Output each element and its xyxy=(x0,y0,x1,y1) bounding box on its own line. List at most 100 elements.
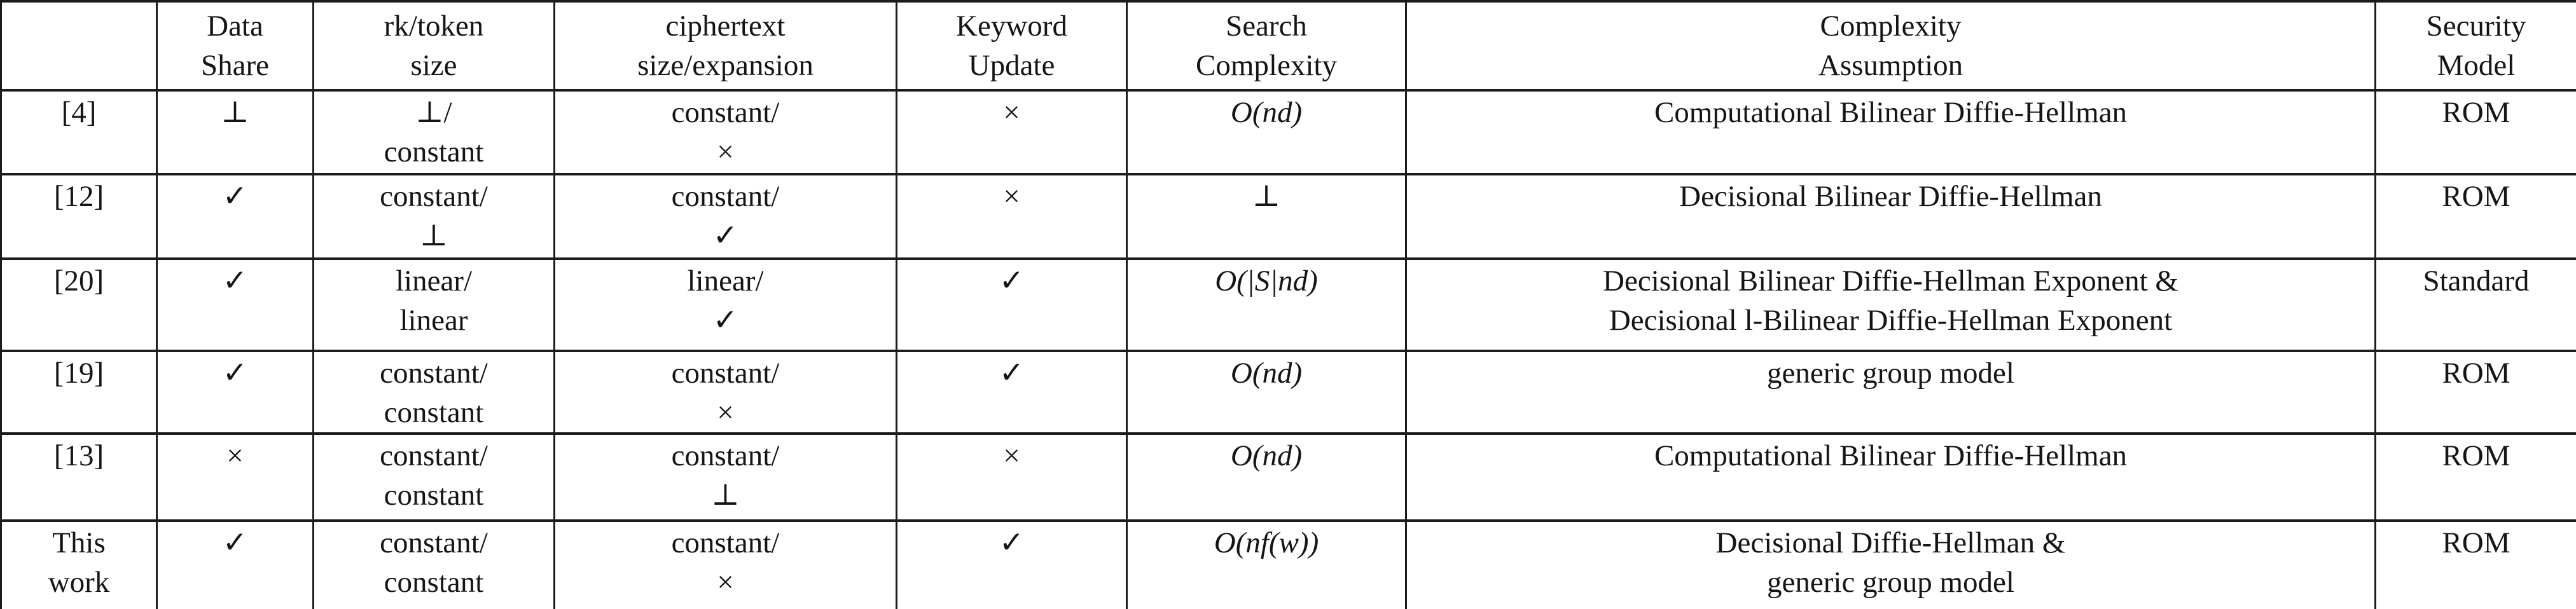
cell-security-model: ROM xyxy=(2374,432,2576,522)
header-line: Security xyxy=(2426,10,2526,43)
cell-keyword-update: × xyxy=(896,89,1128,175)
cell-complexity-assumption: Computational Bilinear Diffie-Hellman xyxy=(1405,89,2376,175)
header-line: Share xyxy=(200,49,269,82)
cell-line: O(|S|nd) xyxy=(1215,264,1318,298)
cell-line: Decisional l-Bilinear Diffie-Hellman Exp… xyxy=(1609,304,2173,337)
cell-rk-token-size: constant/ constant xyxy=(312,350,555,435)
header-line: Complexity xyxy=(1196,49,1337,82)
cell-rk-token-size: constant/ ⊥ xyxy=(312,173,555,260)
row-label: [13] xyxy=(0,432,158,522)
table-row-ref13: [13] × constant/ constant constant/ ⊥ × … xyxy=(0,432,2576,522)
cell-line: O(nf(w)) xyxy=(1214,526,1319,559)
cell-line: Computational Bilinear Diffie-Hellman xyxy=(1654,439,2128,472)
cell-ciphertext: constant/ ✓ xyxy=(553,173,897,260)
header-line: Complexity xyxy=(1820,10,1962,43)
cell-line: [19] xyxy=(53,357,104,390)
cross-symbol: × xyxy=(1003,180,1020,213)
cell-line: constant xyxy=(384,135,484,168)
header-line: size xyxy=(410,49,457,82)
header-line: Keyword xyxy=(956,10,1067,43)
cell-search-complexity: O(nd) xyxy=(1126,350,1407,435)
table-row-ref12: [12] ✓ constant/ ⊥ constant/ ✓ × ⊥ xyxy=(0,173,2576,260)
cell-line: linear xyxy=(399,304,468,337)
row-label: [19] xyxy=(0,350,158,435)
cell-security-model: ROM xyxy=(2374,173,2576,260)
cell-data-share: ⊥ xyxy=(156,89,314,175)
check-symbol: ✓ xyxy=(999,526,1025,559)
cell-line: × xyxy=(717,566,734,599)
cell-line: work xyxy=(48,566,110,599)
cell-line: constant/ xyxy=(671,526,780,559)
cell-line: [20] xyxy=(53,264,104,298)
cell-data-share: ✓ xyxy=(156,173,314,260)
cell-search-complexity: O(|S|nd) xyxy=(1126,257,1407,352)
header-cell-keyword-update: Keyword Update xyxy=(896,0,1128,92)
header-line: Update xyxy=(968,49,1055,82)
cell-line: Computational Bilinear Diffie-Hellman xyxy=(1654,96,2128,129)
cell-line: linear/ xyxy=(687,264,764,298)
cell-security-model: ROM xyxy=(2374,519,2576,609)
cell-line: ROM xyxy=(2442,439,2510,472)
header-cell-complexity-assumption: Complexity Assumption xyxy=(1405,0,2376,92)
cell-complexity-assumption: Decisional Diffie-Hellman & generic grou… xyxy=(1405,519,2376,609)
cell-line: This xyxy=(52,526,106,559)
cell-keyword-update: ✓ xyxy=(896,257,1128,352)
cell-line: generic group model xyxy=(1767,357,2014,390)
table-row-ref4: [4] ⊥ ⊥/ constant constant/ × × O(nd) xyxy=(0,89,2576,175)
cross-symbol: × xyxy=(1003,96,1020,129)
cell-complexity-assumption: Computational Bilinear Diffie-Hellman xyxy=(1405,432,2376,522)
cell-line: [13] xyxy=(53,439,104,472)
header-row: Data Share rk/token size ciphertext size… xyxy=(0,0,2576,92)
cell-complexity-assumption: generic group model xyxy=(1405,350,2376,435)
cell-search-complexity: O(nd) xyxy=(1126,89,1407,175)
cell-ciphertext: linear/ ✓ xyxy=(553,257,897,352)
cell-line: [4] xyxy=(61,96,97,129)
cell-line: Decisional Bilinear Diffie-Hellman xyxy=(1679,180,2102,213)
cell-line: ROM xyxy=(2442,526,2510,559)
cell-line: [12] xyxy=(53,180,104,213)
header-cell-security-model: Security Model xyxy=(2374,0,2576,92)
header-line: size/expansion xyxy=(637,49,814,82)
cell-line: O(nd) xyxy=(1230,357,1303,390)
header-cell-rk-token-size: rk/token size xyxy=(312,0,555,92)
header-cell-ciphertext: ciphertext size/expansion xyxy=(553,0,897,92)
row-label: [20] xyxy=(0,257,158,352)
cell-line: ✓ xyxy=(712,219,738,252)
header-cell-corner xyxy=(0,0,158,92)
cell-line: constant xyxy=(384,396,484,429)
cell-line: constant xyxy=(384,566,484,599)
row-label: This work xyxy=(0,519,158,609)
cell-line: × xyxy=(717,135,734,168)
cell-ciphertext: constant/ × xyxy=(553,350,897,435)
cell-rk-token-size: linear/ linear xyxy=(312,257,555,352)
cell-line: ✓ xyxy=(712,304,738,337)
cell-data-share: × xyxy=(156,432,314,522)
cell-security-model: ROM xyxy=(2374,89,2576,175)
header-line: rk/token xyxy=(384,10,484,43)
cell-line: constant xyxy=(384,479,484,512)
cell-line: constant/ xyxy=(671,439,780,472)
cell-line: Decisional Diffie-Hellman & xyxy=(1715,526,2066,559)
cell-line: O(nd) xyxy=(1230,96,1303,129)
cell-line: constant/ xyxy=(380,180,488,213)
cell-rk-token-size: ⊥/ constant xyxy=(312,89,555,175)
cell-line: constant/ xyxy=(671,357,780,390)
table-row-ref19: [19] ✓ constant/ constant constant/ × ✓ … xyxy=(0,350,2576,435)
row-label: [4] xyxy=(0,89,158,175)
cell-line: ⊥ xyxy=(419,219,448,252)
cell-line: ROM xyxy=(2442,357,2510,390)
check-symbol: ✓ xyxy=(222,264,248,298)
cell-line: constant/ xyxy=(380,357,488,390)
cell-complexity-assumption: Decisional Bilinear Diffie-Hellman xyxy=(1405,173,2376,260)
cell-keyword-update: ✓ xyxy=(896,350,1128,435)
cell-rk-token-size: constant/ constant xyxy=(312,432,555,522)
check-symbol: ✓ xyxy=(222,526,248,559)
header-line: Data xyxy=(207,10,263,43)
cell-ciphertext: constant/ × xyxy=(553,519,897,609)
cell-complexity-assumption: Decisional Bilinear Diffie-Hellman Expon… xyxy=(1405,257,2376,352)
table-row-this-work: This work ✓ constant/ constant constant/… xyxy=(0,519,2576,609)
perp-symbol: ⊥ xyxy=(1252,180,1281,213)
perp-symbol: ⊥ xyxy=(221,96,249,129)
check-symbol: ✓ xyxy=(222,180,248,213)
